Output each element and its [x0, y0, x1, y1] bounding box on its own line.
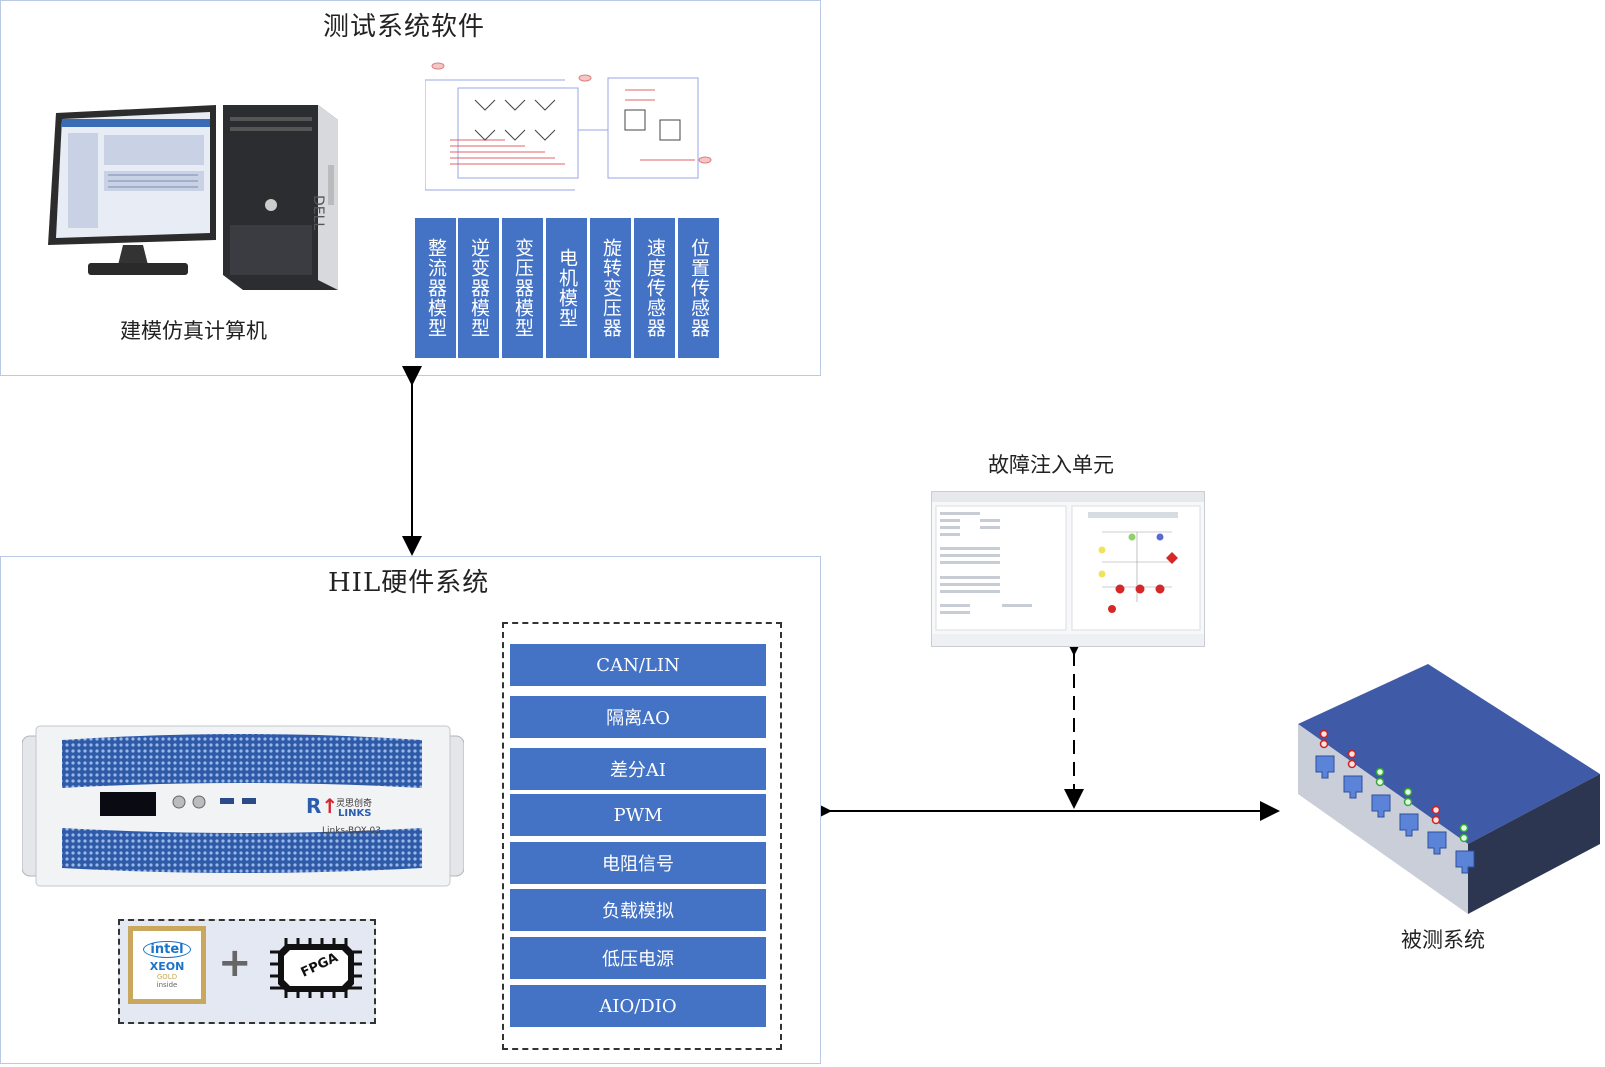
chassis-logo-mark: R↑: [306, 794, 339, 818]
hil-chassis-image: [21, 718, 465, 893]
software-title: 测试系统软件: [323, 12, 486, 42]
fault-unit-title: 故障注入单元: [988, 453, 1114, 477]
plus-sign: +: [218, 940, 252, 986]
io-resistance-signal: 电阻信号: [510, 842, 766, 884]
model-motor: 电机模型: [546, 218, 588, 358]
computer-caption: 建模仿真计算机: [120, 319, 267, 343]
model-rectifier: 整流器模型: [415, 218, 457, 358]
chassis-brand: LINKS: [338, 808, 372, 819]
svg-text:DELL: DELL: [310, 195, 326, 230]
computer-image: DELL: [38, 95, 358, 295]
model-resolver: 旋转变压器: [590, 218, 632, 358]
chassis-brand-cn: 灵思创奇: [336, 799, 373, 809]
io-differential-ai: 差分AI: [510, 748, 766, 790]
io-low-voltage-supply: 低压电源: [510, 937, 766, 979]
io-can-lin: CAN/LIN: [510, 644, 766, 686]
intel-xeon-logo: intel XEON GOLD inside: [128, 926, 206, 1004]
model-inverter: 逆变器模型: [458, 218, 500, 358]
fault-unit-screenshot: [931, 491, 1205, 647]
io-pwm: PWM: [510, 794, 766, 836]
io-interface-group: [502, 622, 782, 1050]
dut-device-image: [1288, 664, 1600, 922]
model-transformer: 变压器模型: [502, 218, 544, 358]
dut-caption: 被测系统: [1401, 928, 1485, 952]
io-aio-dio: AIO/DIO: [510, 985, 766, 1027]
chassis-model: Links-BOX-03: [322, 826, 381, 836]
model-schematic-image: [424, 60, 715, 195]
model-speed-sensor: 速度传感器: [634, 218, 676, 358]
model-position-sensor: 位置传感器: [678, 218, 720, 358]
fpga-chip-icon: [264, 930, 368, 1006]
io-load-simulation: 负载模拟: [510, 889, 766, 931]
hardware-title: HIL硬件系统: [328, 568, 490, 598]
io-isolated-ao: 隔离AO: [510, 696, 766, 738]
